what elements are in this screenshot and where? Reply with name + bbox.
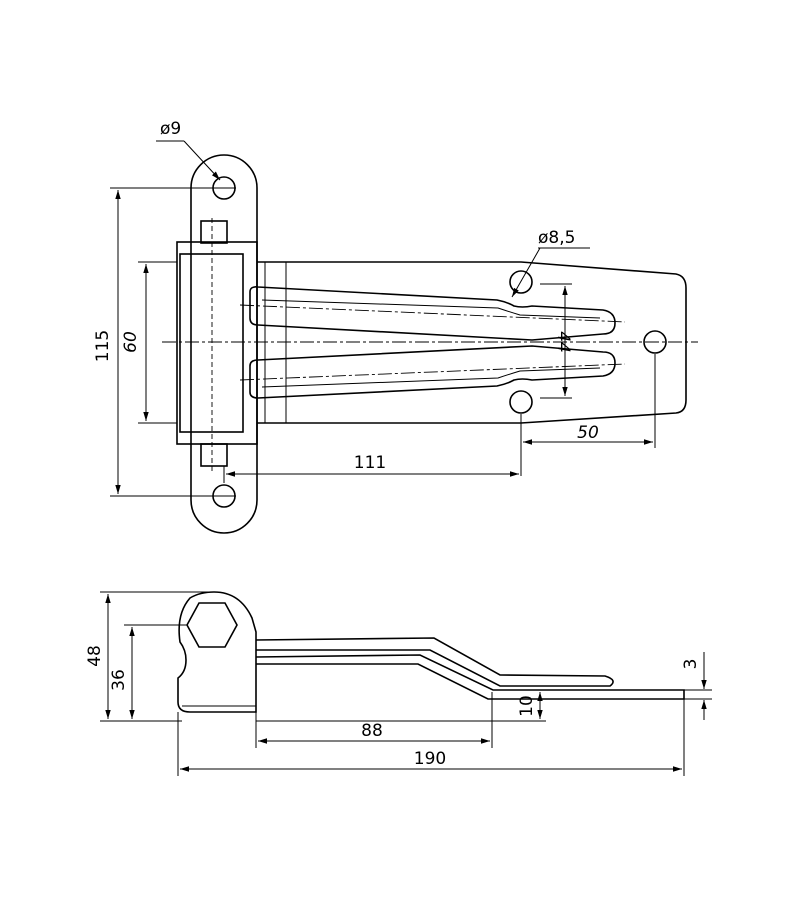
dim-111: 111	[354, 453, 386, 473]
side-strap-lower	[255, 654, 685, 700]
pin-barrel-inner	[179, 253, 244, 433]
dim-190: 190	[414, 749, 446, 769]
dim-50: 50	[577, 423, 599, 443]
dim-60: 60	[121, 331, 141, 353]
label-hole-9: ø9	[160, 119, 181, 139]
hinge-blade-plate	[257, 261, 687, 424]
dim-10: 10	[517, 695, 537, 717]
side-knuckle	[177, 591, 257, 713]
knuckle-leaf	[190, 154, 258, 534]
top-view: 115 60 44 50 111 ø9 ø8,5	[93, 119, 698, 534]
dim-88: 88	[361, 721, 383, 741]
label-hole-8-5: ø8,5	[538, 228, 575, 248]
upper-rib	[249, 286, 616, 341]
top-bolt-head	[200, 220, 228, 244]
side-view: 48 36 3 10 88 190	[85, 591, 712, 776]
side-strap-upper	[255, 637, 614, 687]
dim-115: 115	[93, 330, 113, 362]
bottom-bolt-head	[200, 443, 228, 467]
blade-hole-end	[643, 330, 667, 354]
side-hex-nut	[186, 602, 238, 648]
dim-44: 44	[553, 331, 573, 353]
dim-48: 48	[85, 645, 105, 667]
dim-36: 36	[109, 669, 129, 691]
blade-hole-lower	[509, 390, 533, 414]
blade-hole-upper	[509, 270, 533, 294]
dim-3: 3	[681, 659, 701, 670]
pin-barrel-outer	[176, 241, 258, 445]
